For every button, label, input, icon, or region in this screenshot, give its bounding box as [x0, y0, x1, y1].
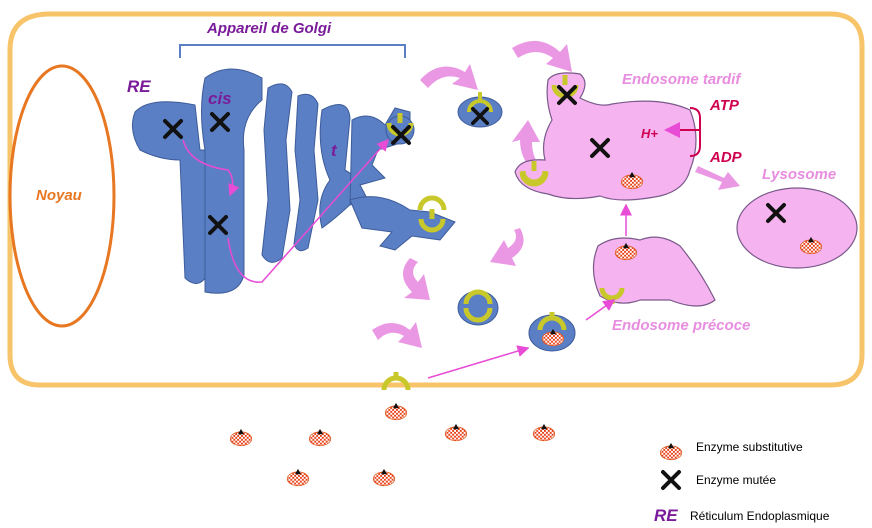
lysosome [737, 188, 857, 268]
legend-label-enzyme-substitutive: Enzyme substitutive [696, 440, 803, 454]
legend-label-reticulum: Réticulum Endoplasmique [690, 509, 830, 523]
enzyme-substitutive [533, 424, 554, 441]
cis-label: cis [208, 89, 232, 108]
legend: Enzyme substitutive Enzyme mutée RE Réti… [654, 440, 830, 525]
enzyme-substitutive-icon [660, 443, 681, 460]
h-plus-label: H+ [641, 126, 658, 141]
enzyme-substitutive [373, 469, 394, 486]
nucleus-label: Noyau [36, 187, 82, 204]
mutated-enzyme-icon [663, 472, 679, 488]
lysosome-label: Lysosome [762, 166, 836, 183]
enzyme-substitutive [385, 403, 406, 420]
enzyme-substitutive [230, 429, 251, 446]
legend-label-mutated-enzyme: Enzyme mutée [696, 473, 776, 487]
atp-label: ATP [709, 97, 740, 114]
enzyme-substitutive [309, 429, 330, 446]
early-endosome-label: Endosome précoce [612, 317, 750, 334]
enzyme-substitutive [445, 424, 466, 441]
legend-re-abbrev: RE [654, 506, 678, 525]
enzyme-substitutive [287, 469, 308, 486]
adp-label: ADP [709, 149, 743, 166]
re-label: RE [127, 77, 151, 96]
late-endosome-label: Endosome tardif [622, 71, 742, 88]
golgi-label: Appareil de Golgi [206, 20, 332, 37]
